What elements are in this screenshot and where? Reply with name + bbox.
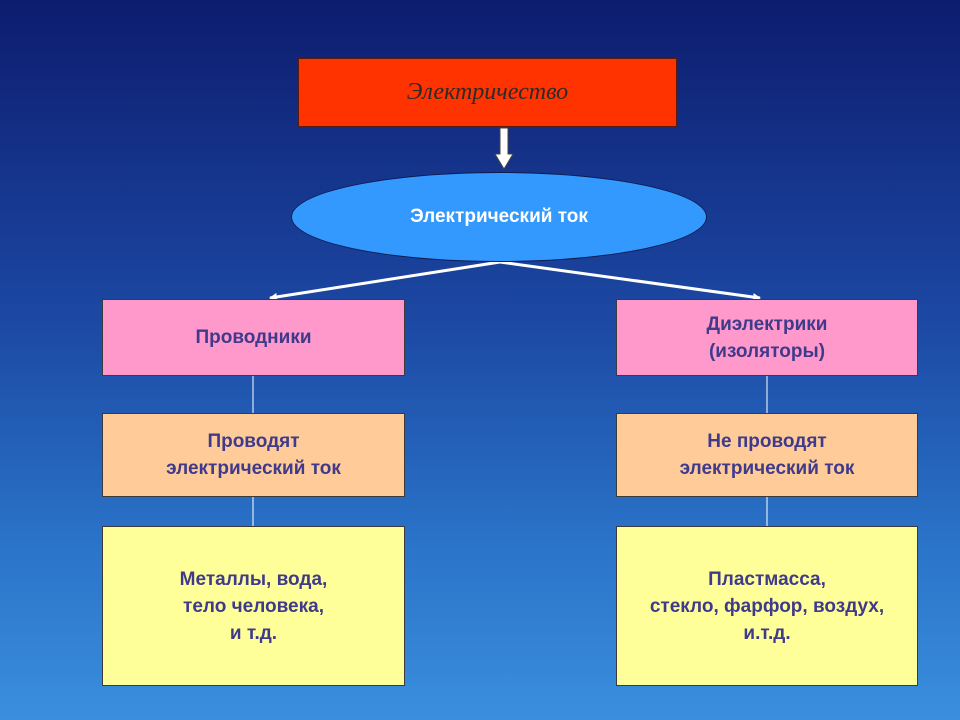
dielectrics-examples-box: Пластмасса, стекло, фарфор, воздух, и.т.… <box>616 526 918 686</box>
conductors-title-box: Проводники <box>102 299 405 376</box>
arrow-to-dielectrics <box>499 260 761 302</box>
conductors-property-box: Проводят электрический ток <box>102 413 405 497</box>
dielectrics-title-box: Диэлектрики (изоляторы) <box>616 299 918 376</box>
electric-current-ellipse: Электрический ток <box>291 172 707 262</box>
electricity-box: Электричество <box>298 58 677 127</box>
dielectrics-property-box: Не проводят электрический ток <box>616 413 918 497</box>
arrow-to-conductors <box>269 260 501 301</box>
down-arrow-icon <box>494 127 514 170</box>
conductors-examples-box: Металлы, вода, тело человека, и т.д. <box>102 526 405 686</box>
